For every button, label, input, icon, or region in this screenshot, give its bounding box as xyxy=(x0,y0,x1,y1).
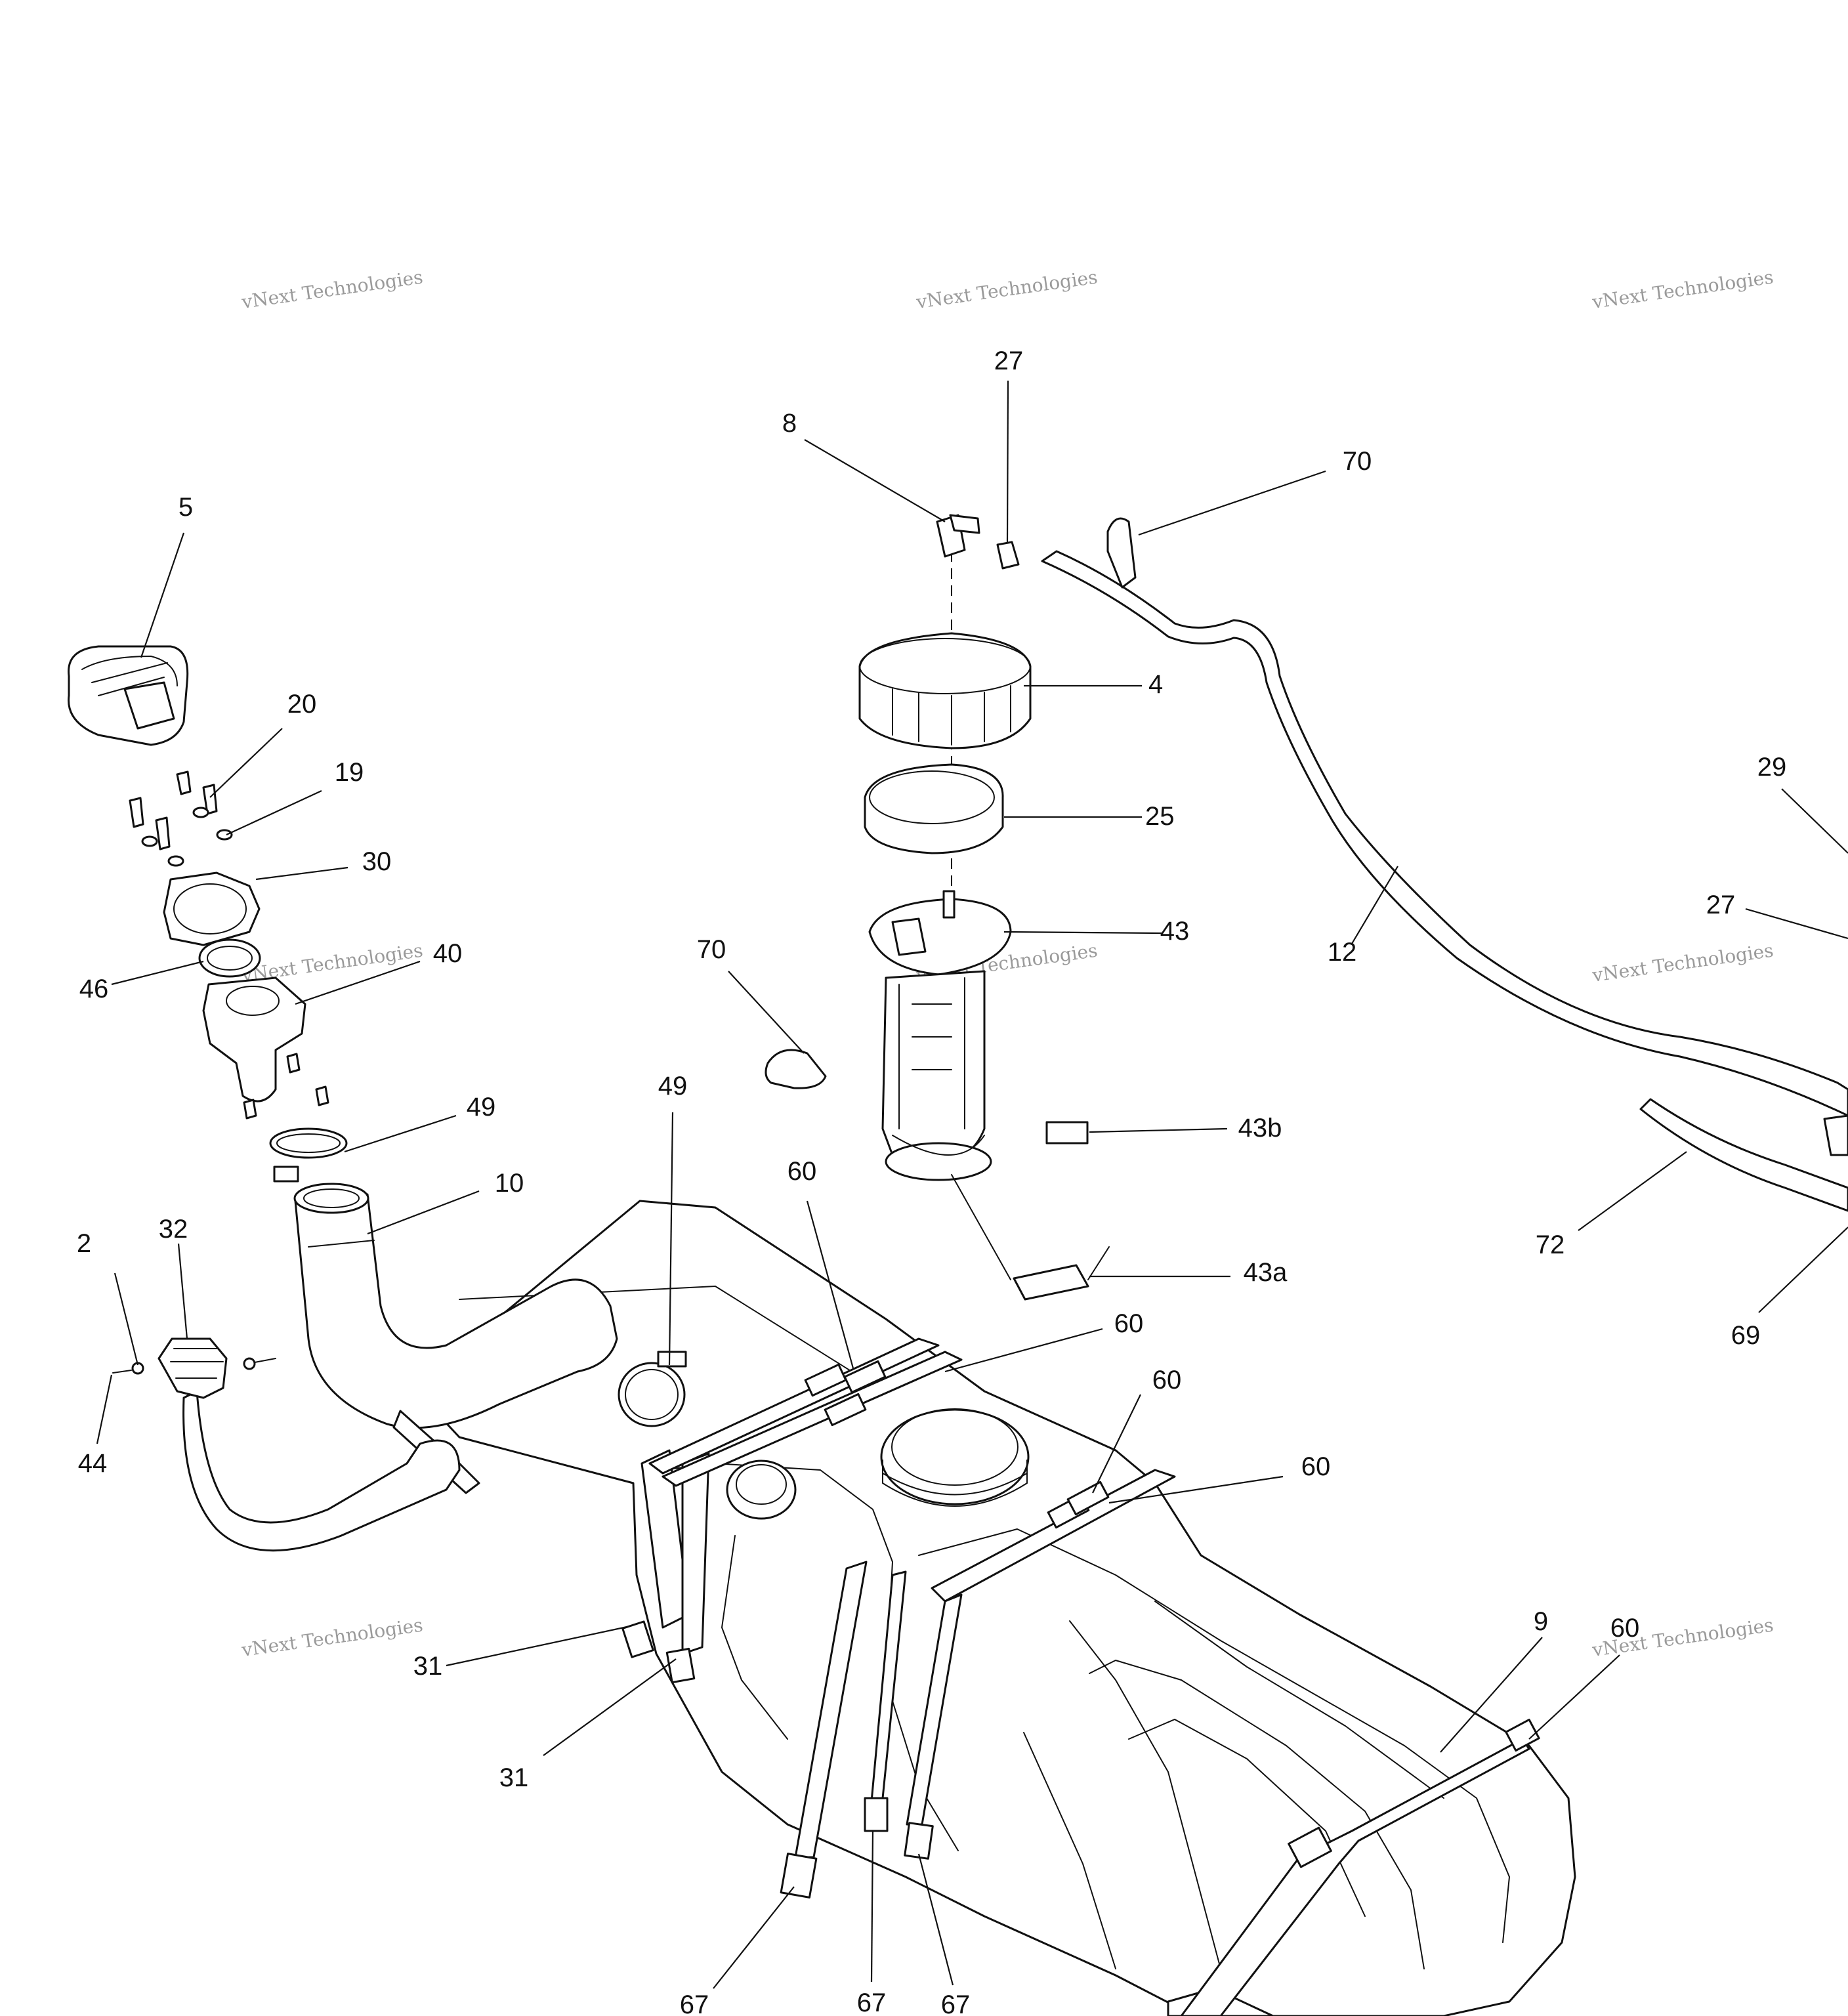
vent-hose-12 xyxy=(1041,550,1848,1117)
watermark-top-center: vNext Technologies xyxy=(914,266,1099,314)
callout-25: 25 xyxy=(1145,802,1175,831)
screws-20 xyxy=(129,770,233,867)
callout-72: 72 xyxy=(1536,1230,1565,1259)
clamp-70-center xyxy=(765,1049,827,1089)
watermark-text: vNext Technologies xyxy=(1590,940,1774,987)
callout-46: 46 xyxy=(79,975,109,1003)
fuel-pump-stack xyxy=(858,514,1110,1301)
callout-69: 69 xyxy=(1731,1321,1761,1350)
callout-43a: 43a xyxy=(1244,1258,1288,1287)
callout-40: 40 xyxy=(433,939,463,968)
seal-25 xyxy=(864,763,1004,854)
callout-60-e: 60 xyxy=(1610,1614,1640,1643)
vent-hose-32 xyxy=(112,1337,461,1552)
callout-31-b: 31 xyxy=(499,1763,529,1792)
float-sender-43a xyxy=(951,1174,1110,1301)
callout-10: 10 xyxy=(495,1169,524,1198)
filler-cap-5 xyxy=(68,645,189,746)
callout-5: 5 xyxy=(178,493,193,522)
callout-19: 19 xyxy=(335,758,364,787)
pump-module-43 xyxy=(868,890,1012,1181)
callout-67-c: 67 xyxy=(941,1990,971,2016)
gasket-30 xyxy=(163,872,261,946)
callout-9: 9 xyxy=(1534,1607,1548,1636)
strap-9 xyxy=(1180,1718,1540,2016)
seal-46 xyxy=(198,938,261,978)
callout-43: 43 xyxy=(1160,917,1190,946)
clamp-49-center xyxy=(618,1351,687,1427)
callout-44: 44 xyxy=(78,1449,108,1478)
callout-8: 8 xyxy=(782,409,797,438)
fitting-27-right xyxy=(1823,1114,1848,1156)
callout-4: 4 xyxy=(1148,670,1163,699)
leader-lines xyxy=(96,380,1848,1989)
clip-27 xyxy=(996,541,1020,570)
callout-60-a: 60 xyxy=(788,1157,817,1186)
callout-30: 30 xyxy=(362,847,392,876)
watermark-text: vNext Technologies xyxy=(1590,266,1774,314)
sensor-43b xyxy=(1045,1121,1089,1144)
fuel-tank xyxy=(412,1200,1576,2016)
callout-12: 12 xyxy=(1328,938,1357,967)
lock-ring-4 xyxy=(858,632,1032,749)
callout-49-left: 49 xyxy=(467,1093,496,1122)
callout-49-center: 49 xyxy=(658,1072,688,1101)
callout-2: 2 xyxy=(77,1229,91,1258)
watermark-mid-right: vNext Technologies xyxy=(1590,940,1774,987)
callout-60-c: 60 xyxy=(1152,1366,1182,1395)
callout-67-a: 67 xyxy=(680,1990,709,2016)
strap-67 xyxy=(780,1561,963,1899)
callout-60-d: 60 xyxy=(1301,1452,1331,1481)
flange-40 xyxy=(202,976,329,1120)
watermark-text: vNext Technologies xyxy=(914,266,1099,314)
callout-27-top: 27 xyxy=(994,346,1024,375)
callout-32: 32 xyxy=(159,1215,188,1244)
watermark-top-right: vNext Technologies xyxy=(1590,266,1774,314)
callout-43b: 43b xyxy=(1238,1114,1282,1143)
callout-70-right: 70 xyxy=(1343,447,1372,476)
callout-20: 20 xyxy=(287,690,317,719)
quick-connector-8 xyxy=(936,514,980,558)
clamp-70-right xyxy=(1106,517,1137,589)
callout-60-b: 60 xyxy=(1114,1309,1144,1338)
callout-70-center: 70 xyxy=(697,935,726,964)
watermark-top-left: vNext Technologies xyxy=(240,266,424,314)
hose-72 xyxy=(1639,1098,1848,1212)
clamp-49-left xyxy=(269,1127,348,1183)
callout-29: 29 xyxy=(1757,753,1787,782)
strap-31-left xyxy=(621,1449,710,1684)
callout-31-a: 31 xyxy=(413,1652,443,1681)
watermark-text: vNext Technologies xyxy=(240,1614,424,1662)
callout-27-right: 27 xyxy=(1706,891,1736,919)
callout-67-b: 67 xyxy=(857,1988,887,2016)
straps-60-top xyxy=(648,1337,1176,1603)
watermark-low-left: vNext Technologies xyxy=(240,1614,424,1662)
watermark-text: vNext Technologies xyxy=(240,266,424,314)
callout-labels: 5 20 19 30 40 46 49 10 2 32 44 8 27 70 4… xyxy=(77,346,1786,2016)
